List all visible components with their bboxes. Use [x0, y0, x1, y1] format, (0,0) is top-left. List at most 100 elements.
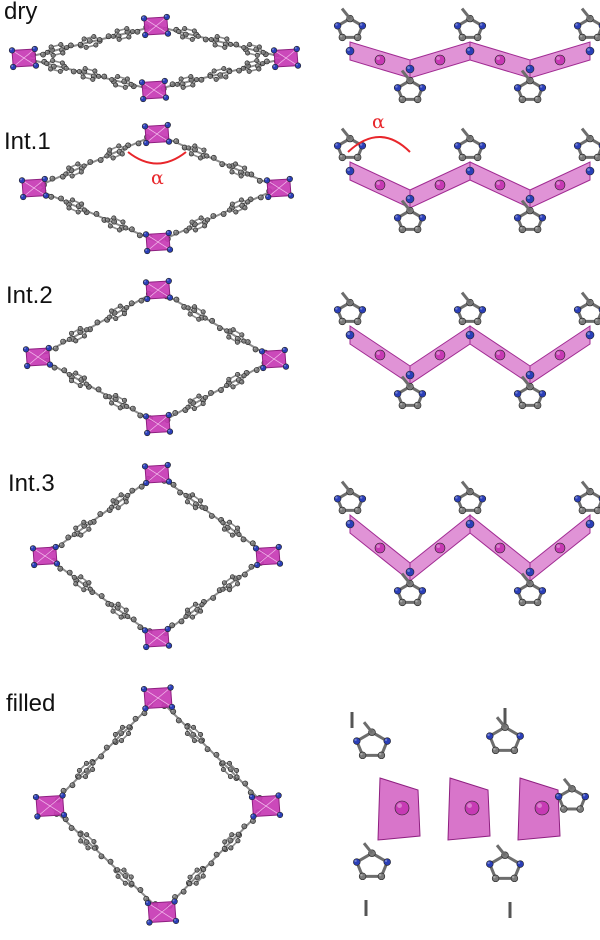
side-view-int3-imidazolate-ring-atom-shine [535, 600, 537, 602]
framework-dry-linker-ring-carbon-shine [59, 43, 61, 45]
framework-int2-linker-carbon-atom [61, 339, 66, 344]
framework-int2-linker-carbon-atom [173, 410, 178, 415]
framework-int2-linker-carbon-atom [95, 320, 100, 325]
side-view-filled-imidazolate-right-ring-atom-shine [578, 807, 580, 809]
framework-int3-linker-ring-carbon-shine [184, 494, 186, 496]
framework-int3-linker-carbon-atom [249, 564, 254, 569]
framework-dry-linker-ring-carbon [49, 45, 53, 49]
framework-int1-node-bottom-nitrogen-atom-shine [167, 231, 169, 233]
framework-filled-linker-carbon-atom [205, 747, 210, 752]
framework-filled-linker-ring-carbon [84, 833, 88, 837]
framework-int1-node-bottom-nitrogen-atom [143, 232, 149, 238]
side-view-filled-imidazolate-top-right-ring-atom [492, 747, 499, 754]
framework-dry-linker-ring-carbon-shine [83, 37, 85, 39]
framework-int1-linker-ring-carbon [202, 224, 206, 228]
framework-int1-node-right-nitrogen-atom-shine [266, 195, 268, 197]
framework-dry-linker-carbon-atom-shine [72, 70, 74, 72]
framework-int1-node-bottom-nitrogen-atom-shine [145, 249, 147, 251]
framework-int2-linker-ring-carbon-shine [68, 373, 70, 375]
side-view-filled-imidazolate-top-right-ring-atom-shine [487, 734, 489, 736]
framework-filled-linker-ring-carbon [191, 725, 195, 729]
framework-filled-linker-carbon-atom-shine [191, 733, 193, 735]
framework-dry-linker-ring-carbon-shine [181, 35, 183, 37]
framework-int2-linker-ring-carbon [74, 339, 78, 343]
framework-dry-linker-ring-carbon [81, 75, 85, 79]
side-view-dry-nitrogen-atom [406, 65, 414, 73]
framework-int1-linker-ring-carbon [230, 170, 234, 174]
side-view-dry-imidazolate-ring-atom-shine [535, 97, 537, 99]
framework-int3-linker-ring-carbon [87, 527, 91, 531]
side-view-int1-imidazolate-ring-atom-shine [535, 227, 537, 229]
framework-int2-linker-ring-carbon [69, 378, 73, 382]
side-view-dry-nitrogen-atom-shine [467, 48, 470, 51]
framework-dry-linker-ring-carbon-shine [61, 61, 63, 63]
framework-int3-linker-carbon-atom-shine [98, 512, 100, 514]
framework-int3-linker-carbon-atom [242, 572, 247, 577]
framework-dry-linker-ring-carbon-shine [52, 54, 54, 56]
framework-int1-linker-carbon-atom [174, 230, 179, 235]
framework-int2-node-right-nitrogen-atom [282, 347, 288, 353]
framework-int2-linker-carbon-atom-shine [201, 398, 203, 400]
framework-dry-node-right-nitrogen-atom-shine [273, 65, 275, 67]
side-view-int2-metal-atom [555, 350, 565, 360]
framework-int3-node-top-nitrogen-atom [165, 462, 171, 468]
framework-int3-linker-ring-carbon [221, 587, 225, 591]
framework-dry-linker-ring-carbon [228, 69, 232, 73]
framework-int1-linker-carbon-atom-shine [239, 171, 241, 173]
side-view-int1-imidazolate-ring-atom [579, 154, 586, 161]
framework-int2-node-bottom-nitrogen-atom [143, 414, 149, 420]
framework-filled-node-bottom-nitrogen-atom [172, 899, 178, 905]
side-view-dry-imidazolate-ring-atom-shine [415, 97, 417, 99]
framework-dry-linker-carbon-atom [203, 37, 208, 42]
framework-int2-linker-ring-carbon [186, 306, 190, 310]
framework-filled-linker-ring-carbon [198, 732, 202, 736]
framework-int3-linker-ring-carbon [235, 582, 239, 586]
framework-int2-linker-carbon-atom [130, 406, 135, 411]
framework-dry-linker-carbon-atom-shine [181, 82, 183, 84]
framework-filled-linker-ring-carbon [113, 732, 117, 736]
framework-filled-linker-carbon-atom-shine [196, 876, 198, 878]
side-view-int3-imidazolate-ring-atom-shine [540, 588, 542, 590]
side-view-filled-metal-atom [395, 801, 409, 815]
framework-filled-linker-ring-carbon-shine [91, 768, 93, 770]
side-view-int2-imidazolate-ring-atom [514, 390, 521, 397]
framework-int1-linker-ring-carbon [82, 208, 86, 212]
framework-dry-linker-ring-carbon [257, 45, 261, 49]
framework-filled-linker-carbon-atom-shine [99, 755, 101, 757]
framework-filled-linker-carbon-atom-shine [173, 895, 175, 897]
side-view-int1-imidazolate-ring-atom-shine [335, 143, 337, 145]
framework-int2-linker-ring-carbon-shine [85, 383, 87, 385]
framework-int2-node-top-nitrogen-atom-shine [167, 279, 169, 281]
side-view-int3-imidazolate-ring-atom [394, 587, 401, 594]
framework-int1-linker-ring-carbon-shine [246, 200, 248, 202]
framework-int2-linker-carbon-atom-shine [255, 368, 257, 370]
framework-filled-node-right-nitrogen-atom-shine [250, 795, 252, 797]
side-view-dry-nitrogen-atom-shine [347, 48, 350, 51]
framework-int1-linker-ring-carbon-shine [240, 174, 242, 176]
side-view-int3-metal-atom [495, 543, 505, 553]
framework-filled-linker-ring-carbon [235, 775, 239, 779]
framework-int2-node-bottom-nitrogen-atom-shine [144, 414, 146, 416]
side-view-int1-nitrogen-atom-shine [587, 168, 590, 171]
side-view-int2-imidazolate-ring-atom [479, 306, 486, 313]
framework-filled-linker-ring-carbon-shine [130, 882, 132, 884]
framework-dry-linker-ring-carbon [60, 61, 64, 65]
framework-int1-linker-ring-carbon [205, 218, 209, 222]
framework-dry-linker-ring-carbon-shine [189, 75, 191, 77]
framework-int3-linker-carbon-atom [170, 623, 175, 628]
framework-dry-linker-ring-carbon [190, 37, 194, 41]
framework-dry-linker-ring-carbon-shine [116, 29, 118, 31]
framework-int1-linker-ring-carbon-shine [106, 218, 108, 220]
framework-int1-linker-ring-carbon-shine [240, 198, 242, 200]
framework-filled-linker-ring-carbon-shine [200, 740, 202, 742]
framework-filled-linker-ring-carbon-shine [121, 726, 123, 728]
side-view-dry-imidazolate-ring-atom-shine [480, 23, 482, 25]
framework-int3-linker-ring-carbon-shine [87, 581, 89, 583]
framework-dry-linker-ring-carbon [125, 77, 129, 81]
framework-int3-node-bottom-nitrogen-atom [166, 643, 172, 649]
side-view-int1-metal-atom-shine [437, 182, 441, 186]
framework-int1-linker-ring-carbon [239, 174, 243, 178]
framework-int3-node-left-nitrogen-atom-shine [31, 546, 33, 548]
framework-dry-linker-carbon-atom-shine [256, 64, 258, 66]
side-view-dry-metal-atom [375, 55, 385, 65]
